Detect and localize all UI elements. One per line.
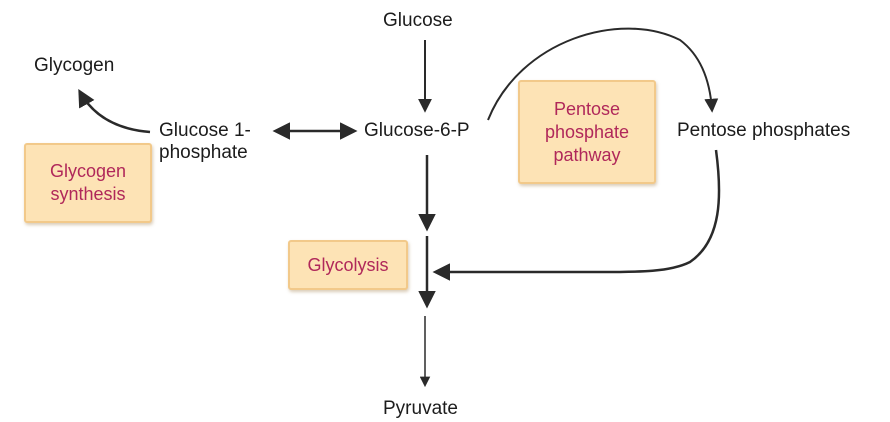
arrow-glucose6p-to-pentose-phosphates xyxy=(487,27,719,121)
node-glycogen: Glycogen xyxy=(34,55,115,76)
arrow-pentose-phosphates-to-glycolysis xyxy=(432,149,721,281)
node-glucose-1-phosphate: Glucose 1- phosphate xyxy=(159,120,251,163)
pathway-glycolysis: Glycolysis xyxy=(288,240,408,290)
arrow-glucose1p-to-glycogen xyxy=(78,88,151,134)
node-pyruvate: Pyruvate xyxy=(383,398,458,419)
node-glucose: Glucose xyxy=(383,10,453,31)
node-pentose-phosphates: Pentose phosphates xyxy=(677,120,851,141)
node-glucose-6-p: Glucose-6-P xyxy=(364,120,470,141)
pathway-glycogen-synthesis: Glycogen synthesis xyxy=(24,143,152,223)
pathway-pentose-phosphate: Pentose phosphate pathway xyxy=(518,80,656,184)
